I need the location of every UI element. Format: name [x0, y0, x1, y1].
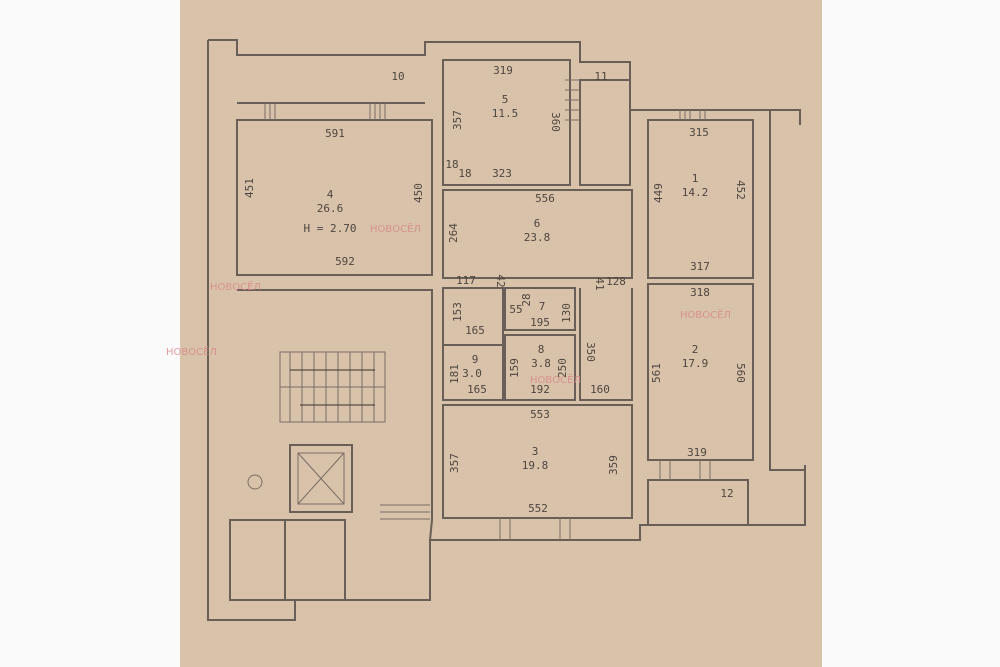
room-area: 3.8	[531, 357, 551, 370]
svg-text:323: 323	[492, 167, 512, 180]
svg-text:553: 553	[530, 408, 550, 421]
windows	[264, 79, 711, 540]
watermark: НОВОСЁЛ	[210, 280, 261, 293]
room-number: 9	[472, 353, 479, 366]
room-11	[579, 79, 631, 186]
svg-text:264: 264	[447, 223, 460, 243]
room-labels: 4 26.6 Н = 2.70 5 11.5 6 23.8 1 14.2 2 1…	[304, 70, 734, 500]
room-6	[442, 189, 633, 279]
svg-text:192: 192	[530, 383, 550, 396]
watermark: НОВОСЁЛ	[166, 345, 217, 358]
svg-text:153: 153	[451, 302, 464, 322]
stairs	[279, 351, 386, 423]
room-number: 7	[539, 300, 546, 313]
svg-text:350: 350	[584, 342, 597, 362]
svg-text:195: 195	[530, 316, 550, 329]
svg-text:18: 18	[445, 158, 458, 171]
room-number: 8	[538, 343, 545, 356]
svg-text:128: 128	[606, 275, 626, 288]
room-12	[647, 479, 749, 526]
svg-text:130: 130	[560, 303, 573, 323]
room-area: 19.8	[522, 459, 549, 472]
room-area: 26.6	[317, 202, 344, 215]
room-number: 6	[534, 217, 541, 230]
elevator	[289, 444, 353, 513]
svg-text:591: 591	[325, 127, 345, 140]
room-area: 17.9	[682, 357, 709, 370]
room-4	[236, 119, 433, 276]
svg-text:250: 250	[556, 358, 569, 378]
room-number: 4	[327, 188, 334, 201]
room-number: 3	[532, 445, 539, 458]
watermark: НОВОСЁЛ	[680, 308, 731, 321]
room-area: 23.8	[524, 231, 551, 244]
chute-icon	[247, 474, 263, 490]
svg-text:159: 159	[508, 358, 521, 378]
svg-text:359: 359	[607, 455, 620, 475]
svg-text:181: 181	[448, 364, 461, 384]
room-number: 11	[594, 70, 607, 83]
paper	[180, 0, 822, 667]
svg-text:318: 318	[690, 286, 710, 299]
svg-text:160: 160	[590, 383, 610, 396]
room-area: 3.0	[462, 367, 482, 380]
room-number: 5	[502, 93, 509, 106]
svg-text:452: 452	[734, 180, 747, 200]
room-number: 12	[720, 487, 733, 500]
svg-text:450: 450	[412, 183, 425, 203]
svg-text:592: 592	[335, 255, 355, 268]
svg-text:165: 165	[465, 324, 485, 337]
svg-text:42: 42	[494, 274, 507, 287]
svg-text:317: 317	[690, 260, 710, 273]
svg-text:552: 552	[528, 502, 548, 515]
lobby-room-b	[284, 519, 346, 601]
room-number: 10	[391, 70, 404, 83]
svg-text:18: 18	[458, 167, 471, 180]
svg-text:556: 556	[535, 192, 555, 205]
ceiling-height: Н = 2.70	[304, 222, 357, 235]
svg-text:117: 117	[456, 274, 476, 287]
svg-text:319: 319	[687, 446, 707, 459]
room-number: 1	[692, 172, 699, 185]
room-7	[504, 287, 576, 331]
svg-text:449: 449	[652, 183, 665, 203]
svg-text:360: 360	[549, 112, 562, 132]
svg-text:41: 41	[593, 277, 606, 290]
watermark: НОВОСЁЛ	[370, 222, 421, 235]
watermark: НОВОСЁЛ	[530, 373, 581, 386]
room-8	[504, 334, 576, 401]
svg-text:315: 315	[689, 126, 709, 139]
room-9	[442, 344, 504, 401]
dimension-labels: 591 592 451 450 319 357 360 323 18 18 55…	[243, 64, 747, 515]
room-area: 14.2	[682, 186, 709, 199]
svg-text:451: 451	[243, 178, 256, 198]
svg-text:165: 165	[467, 383, 487, 396]
svg-text:319: 319	[493, 64, 513, 77]
room-3	[442, 404, 633, 519]
svg-text:55: 55	[509, 303, 522, 316]
room-area: 11.5	[492, 107, 519, 120]
svg-text:560: 560	[734, 363, 747, 383]
room-5	[442, 59, 571, 186]
svg-text:357: 357	[448, 453, 461, 473]
svg-text:561: 561	[650, 363, 663, 383]
svg-text:357: 357	[451, 110, 464, 130]
room-number: 2	[692, 343, 699, 356]
svg-text:28: 28	[520, 293, 533, 306]
